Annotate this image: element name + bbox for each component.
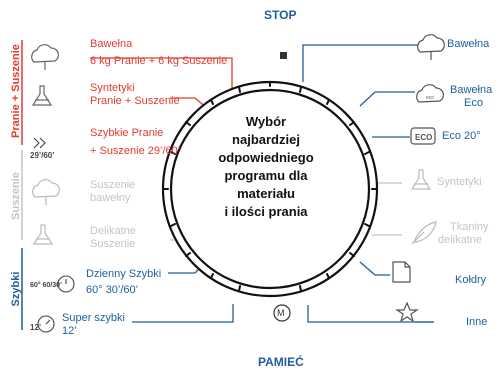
memory-button-icon[interactable] bbox=[273, 304, 291, 322]
memory-label[interactable]: PAMIEĆ bbox=[258, 355, 304, 369]
program-cotton-dry[interactable]: Bawełna 6 kg Pranie + 6 kg Suszenie bbox=[90, 38, 227, 68]
group-label-wash-dry: Pranie + Suszenie bbox=[10, 44, 22, 138]
eco20-icon-text: ECO bbox=[415, 133, 433, 142]
program-daily-quick-line1: Dzienny Szybki bbox=[86, 268, 162, 280]
program-daily-quick-line2: 60° 30’/60’ bbox=[86, 284, 139, 296]
center-line: odpowiedniego bbox=[218, 150, 314, 165]
memory-icon-letter: M bbox=[277, 308, 285, 318]
center-line: programu dla bbox=[224, 168, 308, 183]
super-quick-timer-icon bbox=[37, 315, 55, 333]
super-quick-line bbox=[132, 304, 234, 323]
daily-quick-timer-icon bbox=[57, 275, 75, 293]
program-cotton[interactable]: Bawełna bbox=[447, 38, 490, 50]
program-delicates-line1: Tkaniny bbox=[450, 221, 489, 233]
program-cotton-eco-line1: Bawełna bbox=[450, 84, 493, 96]
stop-label[interactable]: STOP bbox=[264, 8, 297, 22]
program-daily-quick[interactable]: Dzienny Szybki 60° 30’/60’ bbox=[86, 268, 161, 297]
program-dry-cotton[interactable]: Suszenie bawełny bbox=[90, 179, 135, 205]
program-synthetics[interactable]: Syntetyki bbox=[437, 176, 482, 188]
program-super-quick[interactable]: Super szybki 12’ bbox=[62, 312, 125, 338]
dial-notch bbox=[170, 151, 176, 155]
program-super-quick-line1: Super szybki bbox=[62, 312, 125, 324]
program-synthetic-dry-line2: Pranie + Suszenie bbox=[90, 95, 180, 107]
feather-icon bbox=[411, 221, 437, 245]
cotton-eco-line bbox=[359, 91, 415, 107]
cotton-cloud-right-icon bbox=[417, 34, 445, 60]
program-super-quick-line2: 12’ bbox=[62, 325, 77, 337]
group-label-dry: Suszenie bbox=[10, 172, 22, 220]
program-eco20[interactable]: Eco 20° bbox=[442, 130, 481, 142]
dial-center-text: Wybór najbardziej odpowiedniego programu… bbox=[196, 113, 336, 221]
dial-notch bbox=[185, 252, 191, 257]
daily-quick-icon-text: 60° 60/30’ bbox=[30, 282, 62, 289]
program-cotton-dry-line2: 6 kg Pranie + 6 kg Suszenie bbox=[90, 55, 228, 67]
cotton-eco-cloud-icon bbox=[416, 84, 444, 103]
program-cotton-eco-line2: Eco bbox=[464, 97, 483, 109]
program-delicate-line1: Delikatne bbox=[90, 225, 136, 237]
program-delicates-line2: delikatne bbox=[438, 234, 483, 246]
dial-notch bbox=[299, 86, 302, 93]
center-line: i ilości prania bbox=[224, 204, 308, 219]
program-duvets[interactable]: Kołdry bbox=[455, 274, 487, 286]
program-delicate-line2: Suszenie bbox=[90, 238, 136, 250]
center-line: Wybór bbox=[245, 114, 287, 129]
dial-notch bbox=[210, 99, 214, 105]
program-quick-dry-line2: + Suszenie 29’/60’ bbox=[90, 145, 181, 157]
dial-notch bbox=[299, 285, 302, 292]
program-cotton-eco[interactable]: Bawełna Eco bbox=[450, 84, 492, 110]
stop-square-icon bbox=[280, 52, 287, 59]
program-synthetic-dry[interactable]: Syntetyki Pranie + Suszenie bbox=[90, 82, 180, 108]
eco-box-icon bbox=[410, 127, 436, 145]
program-quick-dry[interactable]: Szybkie Pranie + Suszenie 29’/60’ bbox=[90, 127, 180, 158]
quick-dry-icon-text: 29’/60’ bbox=[30, 151, 55, 160]
program-other[interactable]: Inne bbox=[466, 316, 488, 328]
super-quick-icon-text: 12’ bbox=[30, 323, 42, 332]
other-line bbox=[307, 305, 434, 323]
dial-notch bbox=[364, 223, 370, 227]
dial-notch bbox=[185, 121, 191, 126]
cotton-dry-line bbox=[90, 57, 233, 88]
program-synthetic-dry-line1: Syntetyki bbox=[90, 82, 135, 94]
program-delicate[interactable]: Delikatne Suszenie bbox=[90, 225, 136, 251]
duvets-line bbox=[359, 261, 390, 276]
program-dry-cotton-line1: Suszenie bbox=[90, 179, 136, 191]
cotton-line bbox=[302, 44, 418, 82]
program-quick-dry-line1: Szybkie Pranie bbox=[90, 127, 164, 139]
delicate-flask-icon bbox=[32, 224, 54, 245]
dry-cotton-cloud-icon bbox=[32, 179, 60, 205]
dial-notch bbox=[238, 285, 241, 292]
program-dial[interactable] bbox=[161, 80, 379, 298]
program-dry-cotton-line2: bawełny bbox=[90, 192, 131, 204]
cotton-cloud-icon bbox=[31, 44, 59, 70]
synthetic-flask-icon bbox=[31, 85, 53, 106]
dial-notch bbox=[170, 223, 176, 227]
quick-dry-icon bbox=[33, 137, 46, 149]
center-line: najbardziej bbox=[232, 132, 300, 147]
duvet-icon bbox=[392, 261, 411, 283]
dial-notch bbox=[210, 273, 214, 279]
program-delicates[interactable]: Tkaniny delikatne bbox=[438, 221, 489, 247]
dial-notch bbox=[326, 99, 330, 105]
program-cotton-dry-line1: Bawełna bbox=[90, 38, 133, 50]
center-line: materiału bbox=[237, 186, 295, 201]
dial-notch bbox=[326, 273, 330, 279]
cotton-eco-icon-text: eco bbox=[426, 95, 435, 101]
star-icon bbox=[395, 301, 419, 323]
dial-notch bbox=[364, 151, 370, 155]
group-label-quick: Szybki bbox=[10, 271, 22, 307]
dial-notch bbox=[349, 121, 355, 126]
dial-notch bbox=[238, 86, 241, 93]
synthetics-flask-icon bbox=[410, 169, 432, 190]
dial-notch bbox=[349, 252, 355, 257]
